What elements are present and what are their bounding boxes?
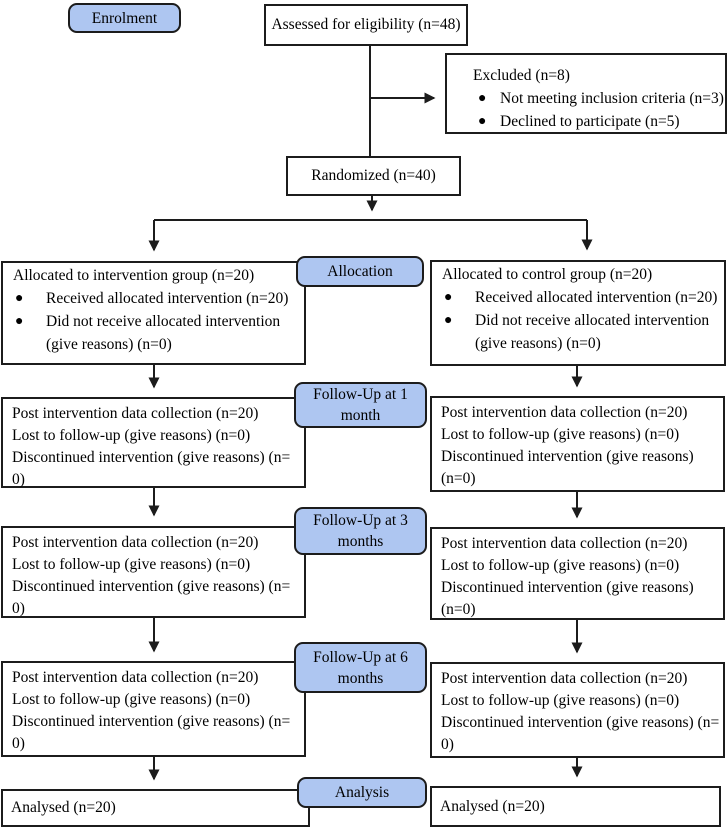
excluded-bullet-text: Declined to participate (n=5) [500,113,680,130]
box-line: Lost to follow-up (give reasons) (n=0) [441,692,680,709]
box-line: Discontinued intervention (give reasons) [441,448,694,465]
allocation-left-bullet-row: ● Received allocated intervention (n=20) [13,287,300,310]
box-excluded: Excluded (n=8) ● Not meeting inclusion c… [445,53,727,134]
stage-allocation: Allocation [296,256,424,287]
box-analysed-control: Analysed (n=20) [430,786,721,827]
box-line: 0) [441,736,454,753]
box-line: Discontinued intervention (give reasons)… [12,449,291,466]
box-line: Lost to follow-up (give reasons) (n=0) [12,691,251,708]
box-line: Post intervention data collection (n=20) [12,534,259,551]
box-line: Post intervention data collection (n=20) [12,669,259,686]
box-line: 0) [12,471,25,488]
stage-followup-1-month: Follow-Up at 1 month [294,382,427,428]
box-line: (n=0) [441,470,476,487]
box-followup1-control: Post intervention data collection (n=20)… [430,396,725,492]
box-line: Lost to follow-up (give reasons) (n=0) [12,427,251,444]
box-line: Lost to follow-up (give reasons) (n=0) [441,557,680,574]
bullet-icon: ● [478,91,487,106]
box-line: 0) [12,735,25,752]
allocation-right-title: Allocated to control group (n=20) [442,266,653,283]
box-followup1-intervention: Post intervention data collection (n=20)… [1,397,306,488]
box-followup3-intervention: Post intervention data collection (n=20)… [1,526,306,618]
bullet-icon: ● [444,290,453,305]
box-line: Lost to follow-up (give reasons) (n=0) [12,556,251,573]
box-randomized: Randomized (n=40) [286,156,461,196]
bullet-text: Received allocated intervention (n=20) [46,290,289,307]
stage-followup-3-months: Follow-Up at 3 months [294,507,427,555]
bullet-text: (give reasons) (n=0) [475,335,601,352]
box-line: Discontinued intervention (give reasons)… [12,578,291,595]
box-line: Lost to follow-up (give reasons) (n=0) [441,426,680,443]
allocation-right-bullet-row: ● Received allocated intervention (n=20) [442,286,720,309]
excluded-bullet-row: ● Declined to participate (n=5) [473,110,721,133]
box-allocated-intervention: Allocated to intervention group (n=20) ●… [1,261,306,365]
box-line: Discontinued intervention (give reasons) [441,579,694,596]
stage-enrolment: Enrolment [68,3,181,33]
box-followup6-control: Post intervention data collection (n=20)… [430,662,725,758]
excluded-title: Excluded (n=8) [473,67,570,84]
box-analysed-intervention: Analysed (n=20) [1,789,310,827]
bullet-text: Did not receive allocated intervention [46,313,281,330]
allocation-left-bullet-row: ● Did not receive allocated intervention… [13,310,300,356]
box-assessed-eligibility: Assessed for eligibility (n=48) [264,4,468,46]
box-line: Discontinued intervention (give reasons)… [441,714,720,731]
box-followup6-intervention: Post intervention data collection (n=20)… [1,661,306,757]
stage-analysis: Analysis [297,777,427,808]
box-line: Post intervention data collection (n=20) [441,670,688,687]
box-line: Discontinued intervention (give reasons)… [12,713,291,730]
allocation-left-title: Allocated to intervention group (n=20) [13,267,255,284]
box-line: Post intervention data collection (n=20) [12,405,259,422]
box-line: Post intervention data collection (n=20) [441,535,688,552]
excluded-bullet-text: Not meeting inclusion criteria (n=3) [500,90,724,107]
box-line: Post intervention data collection (n=20) [441,404,688,421]
bullet-text: Received allocated intervention (n=20) [475,289,718,306]
bullet-text: (give reasons) (n=0) [46,336,172,353]
stage-followup-6-months: Follow-Up at 6 months [294,642,427,693]
bullet-icon: ● [444,313,453,328]
box-allocated-control: Allocated to control group (n=20) ● Rece… [430,260,726,366]
allocation-right-bullet-row: ● Did not receive allocated intervention… [442,309,720,355]
bullet-icon: ● [15,291,24,306]
box-line: 0) [12,600,25,617]
bullet-icon: ● [15,314,24,329]
box-followup3-control: Post intervention data collection (n=20)… [430,527,725,620]
bullet-text: Did not receive allocated intervention [475,312,710,329]
excluded-bullet-row: ● Not meeting inclusion criteria (n=3) [473,87,724,110]
box-line: (n=0) [441,601,476,618]
bullet-icon: ● [478,114,487,129]
